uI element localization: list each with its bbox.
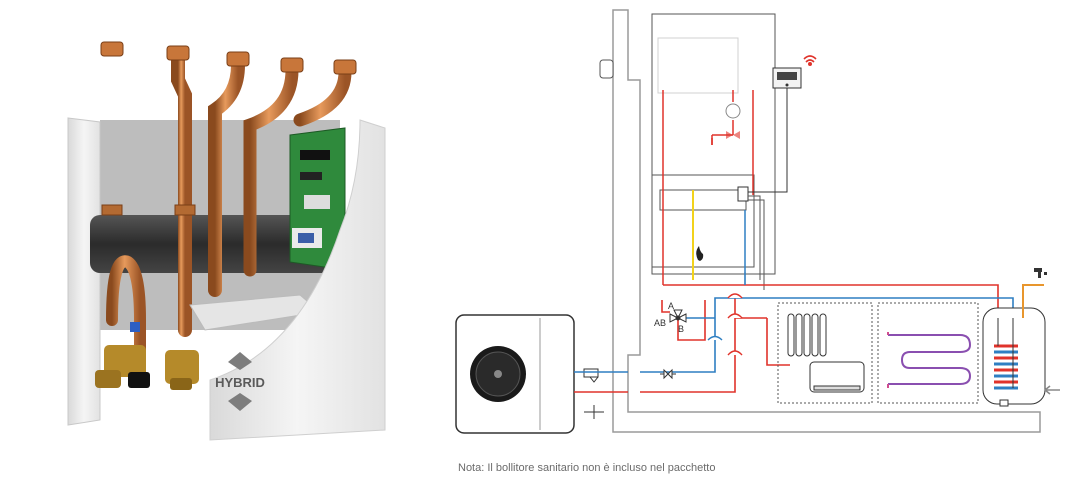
check-valve-icon — [660, 368, 676, 380]
valve-label-a: A — [668, 301, 674, 311]
logo-diamond-top — [228, 352, 252, 370]
hot-water-circuit — [574, 138, 999, 393]
valve-label-ab: AB — [654, 318, 666, 328]
pipe-crossovers — [707, 293, 743, 356]
cold-water-circuit — [574, 272, 1014, 373]
fan-icon — [470, 346, 526, 402]
boiler-three-way-valve-icon — [726, 131, 740, 139]
tap-icon — [1034, 268, 1047, 278]
valve-label-b: B — [678, 324, 684, 334]
circulator-pump-icon — [725, 103, 741, 119]
tank-coil — [994, 344, 1018, 390]
logo-text: HYBRID — [215, 375, 265, 390]
flame-icon — [696, 246, 704, 261]
hybrid-logo: HYBRID — [215, 352, 265, 411]
left-side-panel — [67, 117, 101, 426]
fan-coil-icon — [809, 361, 865, 393]
zone-radiators — [777, 302, 873, 404]
wall-bracket — [599, 59, 614, 79]
filter-icon — [583, 368, 599, 383]
logo-diamond-bottom — [228, 393, 252, 411]
wifi-icon — [803, 55, 817, 66]
cold-inlet-arrow — [1043, 385, 1060, 395]
dhw-outlet — [1022, 284, 1044, 318]
zone-underfloor — [877, 302, 979, 404]
underfloor-heating-icon — [888, 334, 972, 385]
control-cables — [748, 195, 765, 290]
hybrid-module-illustration: HYBRID — [67, 41, 386, 441]
front-shell — [209, 119, 386, 441]
pipe-fittings — [100, 41, 357, 216]
thermostat-icon — [772, 67, 802, 89]
wall — [612, 9, 1041, 433]
note-text: Nota: Il bollitore sanitario non è inclu… — [458, 462, 716, 474]
boiler-internal-pipes — [662, 90, 754, 285]
heat-pump-icon — [455, 314, 575, 434]
interface-module — [737, 186, 749, 202]
electronic-board — [289, 127, 346, 271]
thermostat-cable — [748, 88, 788, 193]
boiler-icon — [651, 13, 776, 275]
radiator-icon — [787, 313, 827, 357]
ball-valves — [95, 322, 199, 390]
hydraulic-system-diagram: A AB B — [455, 9, 1060, 434]
drain-valve-icon — [584, 405, 604, 419]
water-heater-icon — [982, 307, 1046, 407]
three-way-valve-icon — [669, 309, 687, 323]
